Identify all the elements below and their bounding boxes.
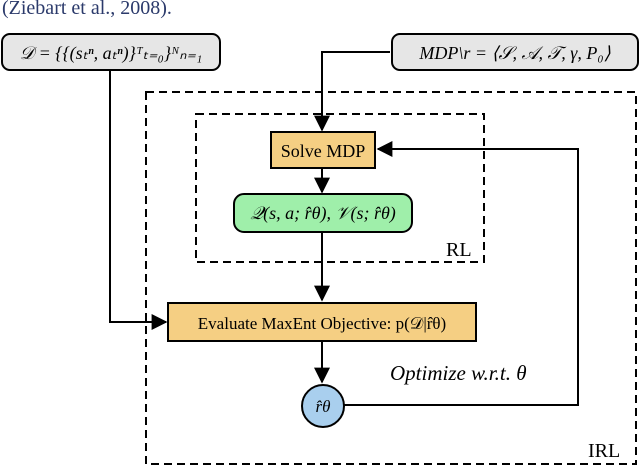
- rl-region: [195, 113, 485, 263]
- irl-region: [145, 91, 637, 465]
- mdp-to-solve-arrow: [314, 51, 390, 132]
- dataset-box: [1, 33, 221, 71]
- rl-region-label: RL: [446, 239, 472, 261]
- reward-feedback-arrow: [344, 141, 579, 406]
- solve-mdp-label: Solve MDP: [281, 141, 366, 161]
- mdp-box: [391, 33, 639, 71]
- dataset-to-evaluate-arrow: [109, 70, 168, 330]
- evaluate-objective-box: [167, 302, 477, 342]
- evaluate-objective-label: Evaluate MaxEnt Objective: p(𝒟|r̂θ): [198, 314, 446, 333]
- irl-region-label: IRL: [588, 440, 620, 462]
- optimize-label: Optimize w.r.t. θ: [390, 361, 527, 385]
- mdp-label: MDP\r = ⟨𝒮, 𝒜, 𝒯, γ, P₀⟩: [418, 43, 610, 63]
- value-functions-box: [233, 193, 413, 233]
- dataset-label: 𝒟 = {{(sₜⁿ, aₜⁿ)}ᵀₜ₌₀}ᴺₙ₌₁: [20, 43, 202, 64]
- caption-fragment: (Ziebart et al., 2008).: [2, 0, 172, 19]
- value-functions-label: 𝒬(s, a; r̂θ), 𝒱(s; r̂θ): [250, 203, 396, 224]
- solve-mdp-box: [270, 131, 376, 169]
- reward-node: [301, 384, 345, 428]
- reward-node-label: r̂θ: [316, 397, 331, 416]
